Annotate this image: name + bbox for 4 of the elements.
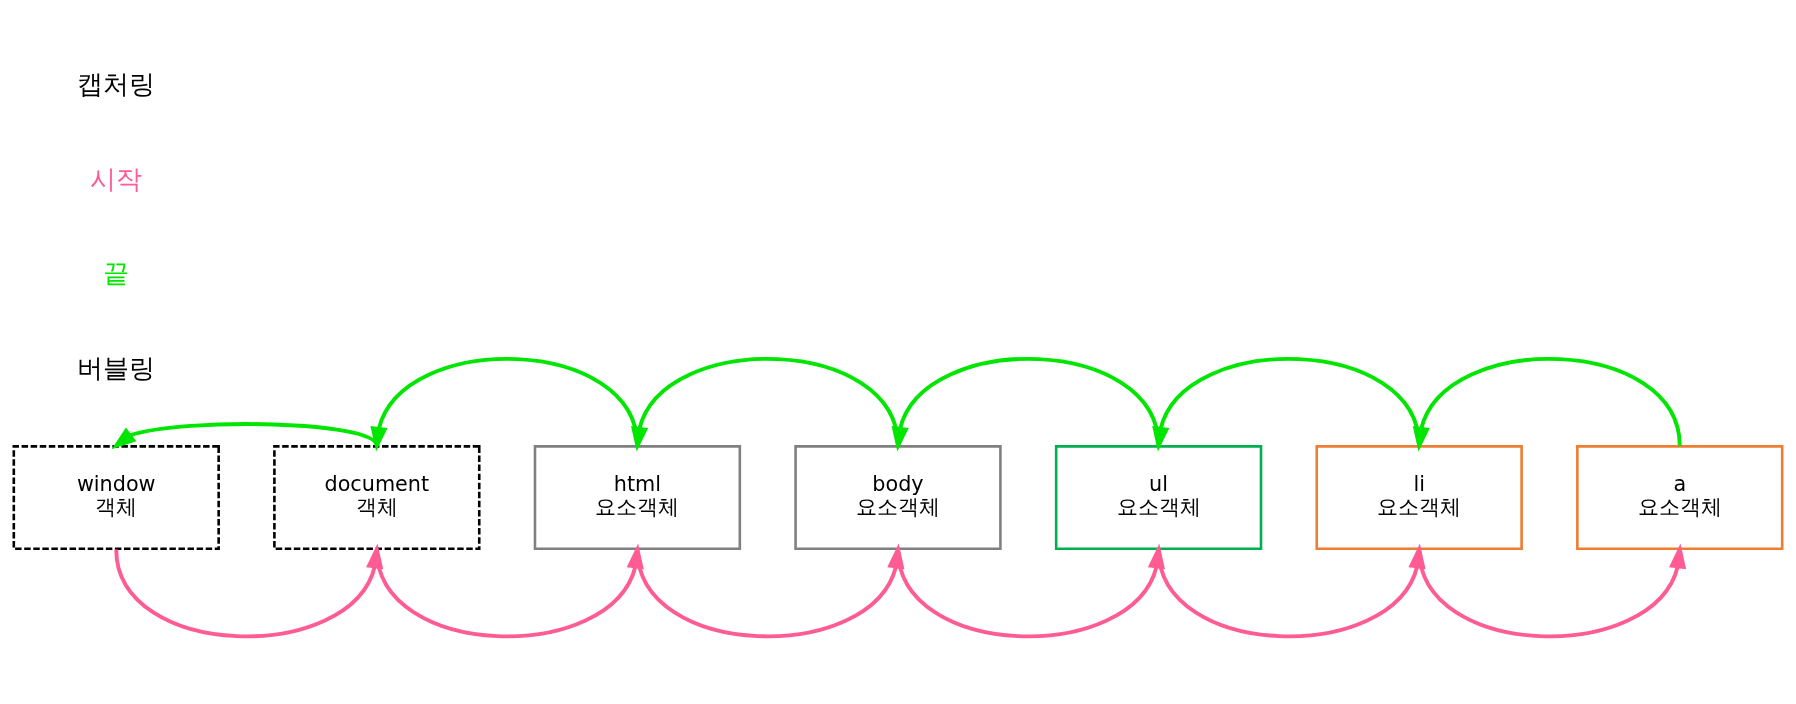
label: 버블링 (77, 353, 156, 384)
label: 시작 (90, 163, 143, 194)
label: 끝 (103, 258, 130, 289)
label: 캡처링 (77, 69, 156, 100)
